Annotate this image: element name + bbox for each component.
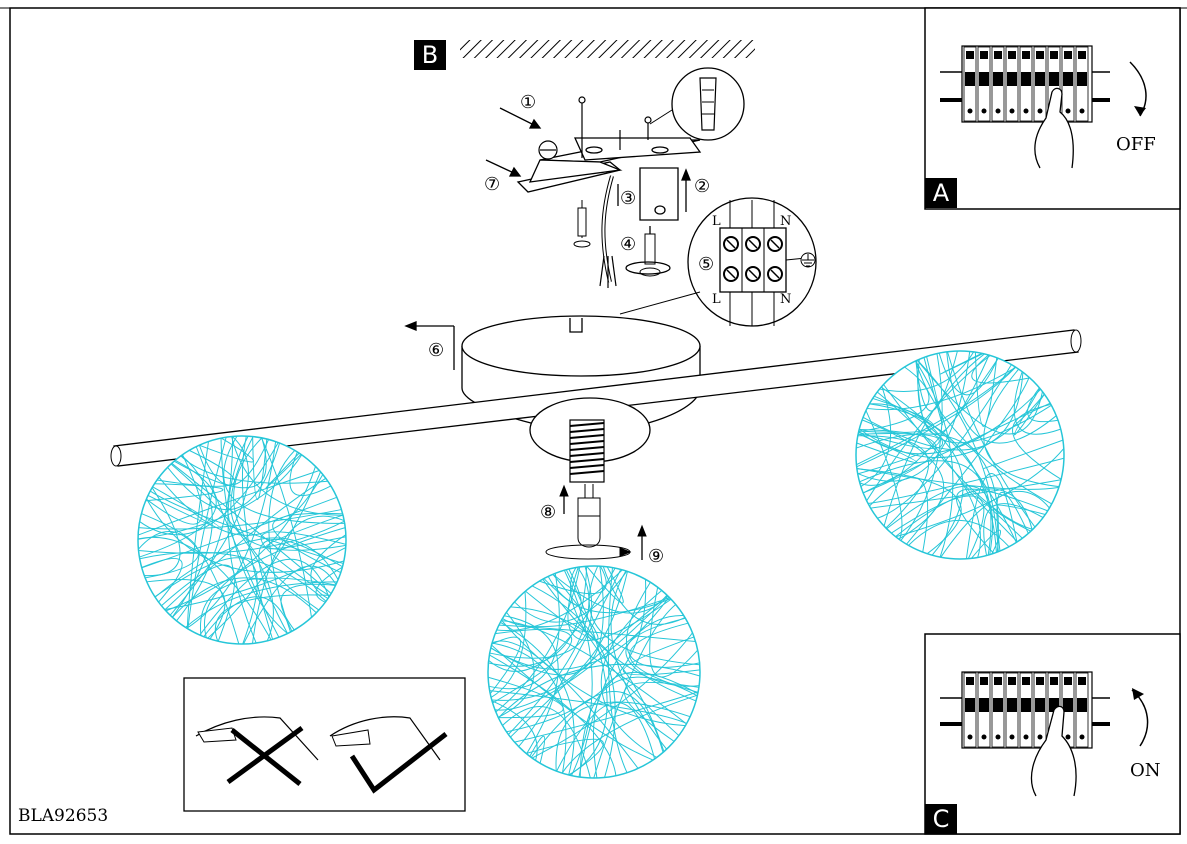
terminal-bottom-n: N: [780, 292, 792, 307]
product-code: BLA92653: [18, 806, 109, 826]
check-mark-icon: [349, 732, 448, 794]
panel-b-letter: B: [414, 40, 446, 70]
earth-ground-icon: [800, 252, 816, 268]
off-label: OFF: [1116, 134, 1156, 155]
panel-c-switch-on: [924, 633, 1181, 835]
lamp-holder: [529, 397, 651, 483]
bulb-handling-box: [183, 677, 466, 812]
panel-a-letter: A: [925, 178, 957, 208]
mounting-bracket: [516, 137, 702, 221]
terminal-top-l: L: [712, 214, 721, 229]
wall-plug-detail: [649, 67, 745, 141]
step-3-label: ③: [620, 188, 637, 209]
wall-screw-right: [639, 233, 661, 277]
on-label: ON: [1130, 760, 1161, 781]
step-arrows: [485, 107, 691, 275]
wall-screw-left: [573, 200, 591, 248]
step-1-label: ①: [520, 92, 537, 113]
step-8-label: ⑧: [540, 502, 557, 523]
breaker-panel-icon: [940, 671, 1110, 749]
ceiling-hatch: [460, 40, 755, 58]
step-6-label: ⑥: [428, 340, 445, 361]
step-6-arrows: [404, 321, 455, 370]
step-2-label: ②: [694, 176, 711, 197]
hand-icon: [1030, 705, 1077, 797]
panel-c-letter: C: [925, 804, 957, 834]
cross-mark-icon: [226, 725, 304, 786]
screw-icon: [538, 96, 652, 160]
terminal-top-n: N: [780, 214, 792, 229]
terminal-bottom-l: L: [712, 292, 721, 307]
hand-icon: [1034, 87, 1074, 169]
shade-right: [855, 350, 1065, 560]
step-7-label: ⑦: [484, 174, 501, 195]
g9-bulb-icon: [545, 484, 647, 560]
shade-left: [137, 435, 347, 645]
shade-middle: [487, 565, 701, 779]
step-5-label: ⑤: [698, 254, 715, 275]
step-4-label: ④: [620, 234, 637, 255]
breaker-panel-icon: [940, 45, 1110, 123]
step-9-label: ⑨: [648, 546, 665, 567]
terminal-block-detail: [619, 197, 817, 327]
panel-a-switch-off: [924, 7, 1181, 210]
